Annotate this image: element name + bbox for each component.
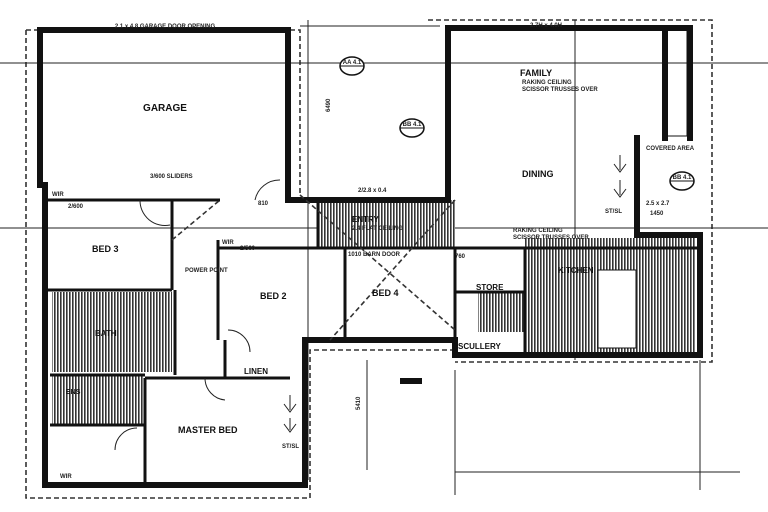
note-stsl-master: ST/SL [282,444,299,450]
wall-south-west [42,182,458,488]
ceiling-lines [171,194,456,341]
scullery-floor [478,292,526,332]
dimension-760: 760 [455,254,466,260]
family-window [666,29,688,137]
wall-north [37,25,668,203]
bath-floor [52,292,172,372]
label-entry: ENTRY [352,215,379,224]
note-sliders: 3/600 SLIDERS [150,174,193,180]
note-scissor-trusses-2: SCISSOR TRUSSES OVER [513,235,589,241]
section-marker-aa: AA 4.1 [343,60,362,66]
wall-family-east [662,25,693,141]
label-covered-area: COVERED AREA [646,146,695,152]
label-ens: ENS [66,389,81,396]
label-wir-bed3: WIR [52,192,64,198]
note-family-window: 2.7H x 4.0H [530,23,562,29]
door-swings [114,179,281,451]
section-marker-bb: BB 4.1 [403,122,422,128]
setout-line-left [25,29,455,499]
label-bed3: BED 3 [92,244,119,254]
entry-floor [318,200,455,248]
note-entry-ceiling: 2.4 FLAT CEILING [352,226,403,232]
label-linen: LINEN [244,367,268,376]
label-wir-master: WIR [60,474,72,480]
internal-walls [45,198,700,485]
label-store: STORE [476,283,504,292]
arrow-icons [283,155,627,433]
label-dining: DINING [522,169,554,179]
note-barn-door: 1010 BARN DOOR [348,252,401,258]
note-garage-door: 2.1 x 4.8 GARAGE DOOR OPENING [115,24,216,30]
dimension-window-covered: 2.5 x 2.7 [646,201,670,207]
setout-line-right [428,19,713,363]
note-bed3-robe: 2/600 [68,204,84,210]
label-garage: GARAGE [143,103,187,114]
dimension-6490: 6490 [326,98,332,112]
kitchen-island [597,269,637,349]
dimension-window-entry: 2/2.8 x 0.4 [358,188,387,194]
dimension-1450: 1450 [650,211,664,217]
note-stsl: ST/SL [605,209,622,215]
label-wir-bed2: WIR [222,240,234,246]
label-master-bed: MASTER BED [178,425,238,435]
downpipe-marker [400,378,422,384]
label-scullery: SCULLERY [458,342,501,351]
label-power-point: POWER POINT [185,268,228,274]
wall-kitchen [452,135,703,358]
label-bed2: BED 2 [260,291,287,301]
label-bath: BATH [95,329,117,338]
dimension-810: 810 [258,201,269,207]
ens-floor [52,375,144,425]
section-marker-icon [339,56,695,191]
section-marker-bb-2: BB 4.1 [673,175,692,181]
note-raking-ceiling-2: RAKING CEILING [513,228,563,234]
label-family: FAMILY [520,68,552,78]
note-bed2-robe: 2/560 [240,246,256,252]
label-bed4: BED 4 [372,288,399,298]
label-kitchen: KITCHEN [558,266,594,275]
note-raking-ceiling: RAKING CEILING [522,80,572,86]
note-scissor-trusses: SCISSOR TRUSSES OVER [522,87,598,93]
dimension-5410: 5410 [356,396,362,410]
